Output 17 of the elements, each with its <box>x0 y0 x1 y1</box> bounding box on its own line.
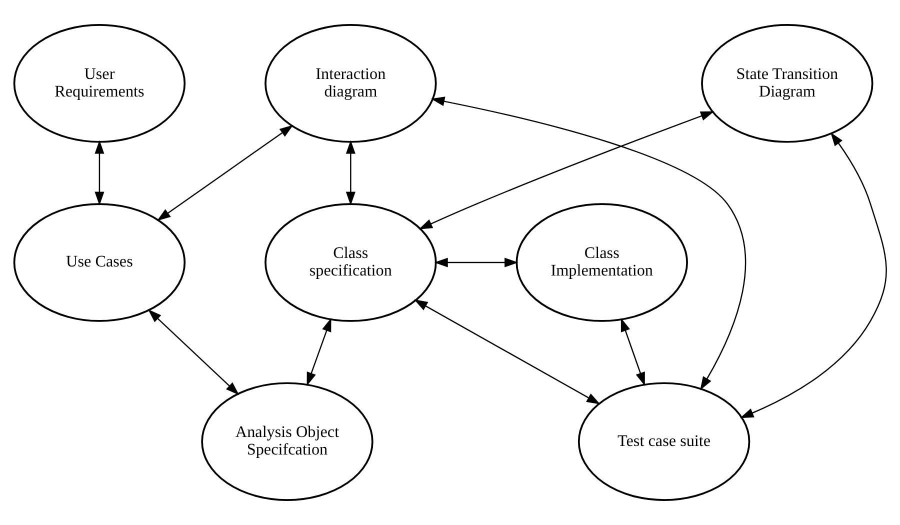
node-ellipse: State Transition Diagram <box>700 24 873 143</box>
arrow <box>620 318 644 386</box>
node-ellipse: Class Implementation <box>515 203 688 322</box>
arrow <box>434 258 518 268</box>
arrow <box>306 318 331 386</box>
node-ellipse: Class specification <box>264 203 436 322</box>
node-ellipse: User Requirements <box>12 24 186 143</box>
arrow <box>156 124 293 221</box>
arrow <box>94 140 104 206</box>
arrow <box>345 140 355 206</box>
arrow <box>147 309 239 396</box>
arrow <box>413 299 600 404</box>
node-ellipse: Interaction diagram <box>264 24 436 143</box>
arrow <box>418 111 714 230</box>
arrow <box>739 132 886 418</box>
arrow <box>430 96 746 390</box>
node-ellipse: Test case suite <box>577 382 750 501</box>
